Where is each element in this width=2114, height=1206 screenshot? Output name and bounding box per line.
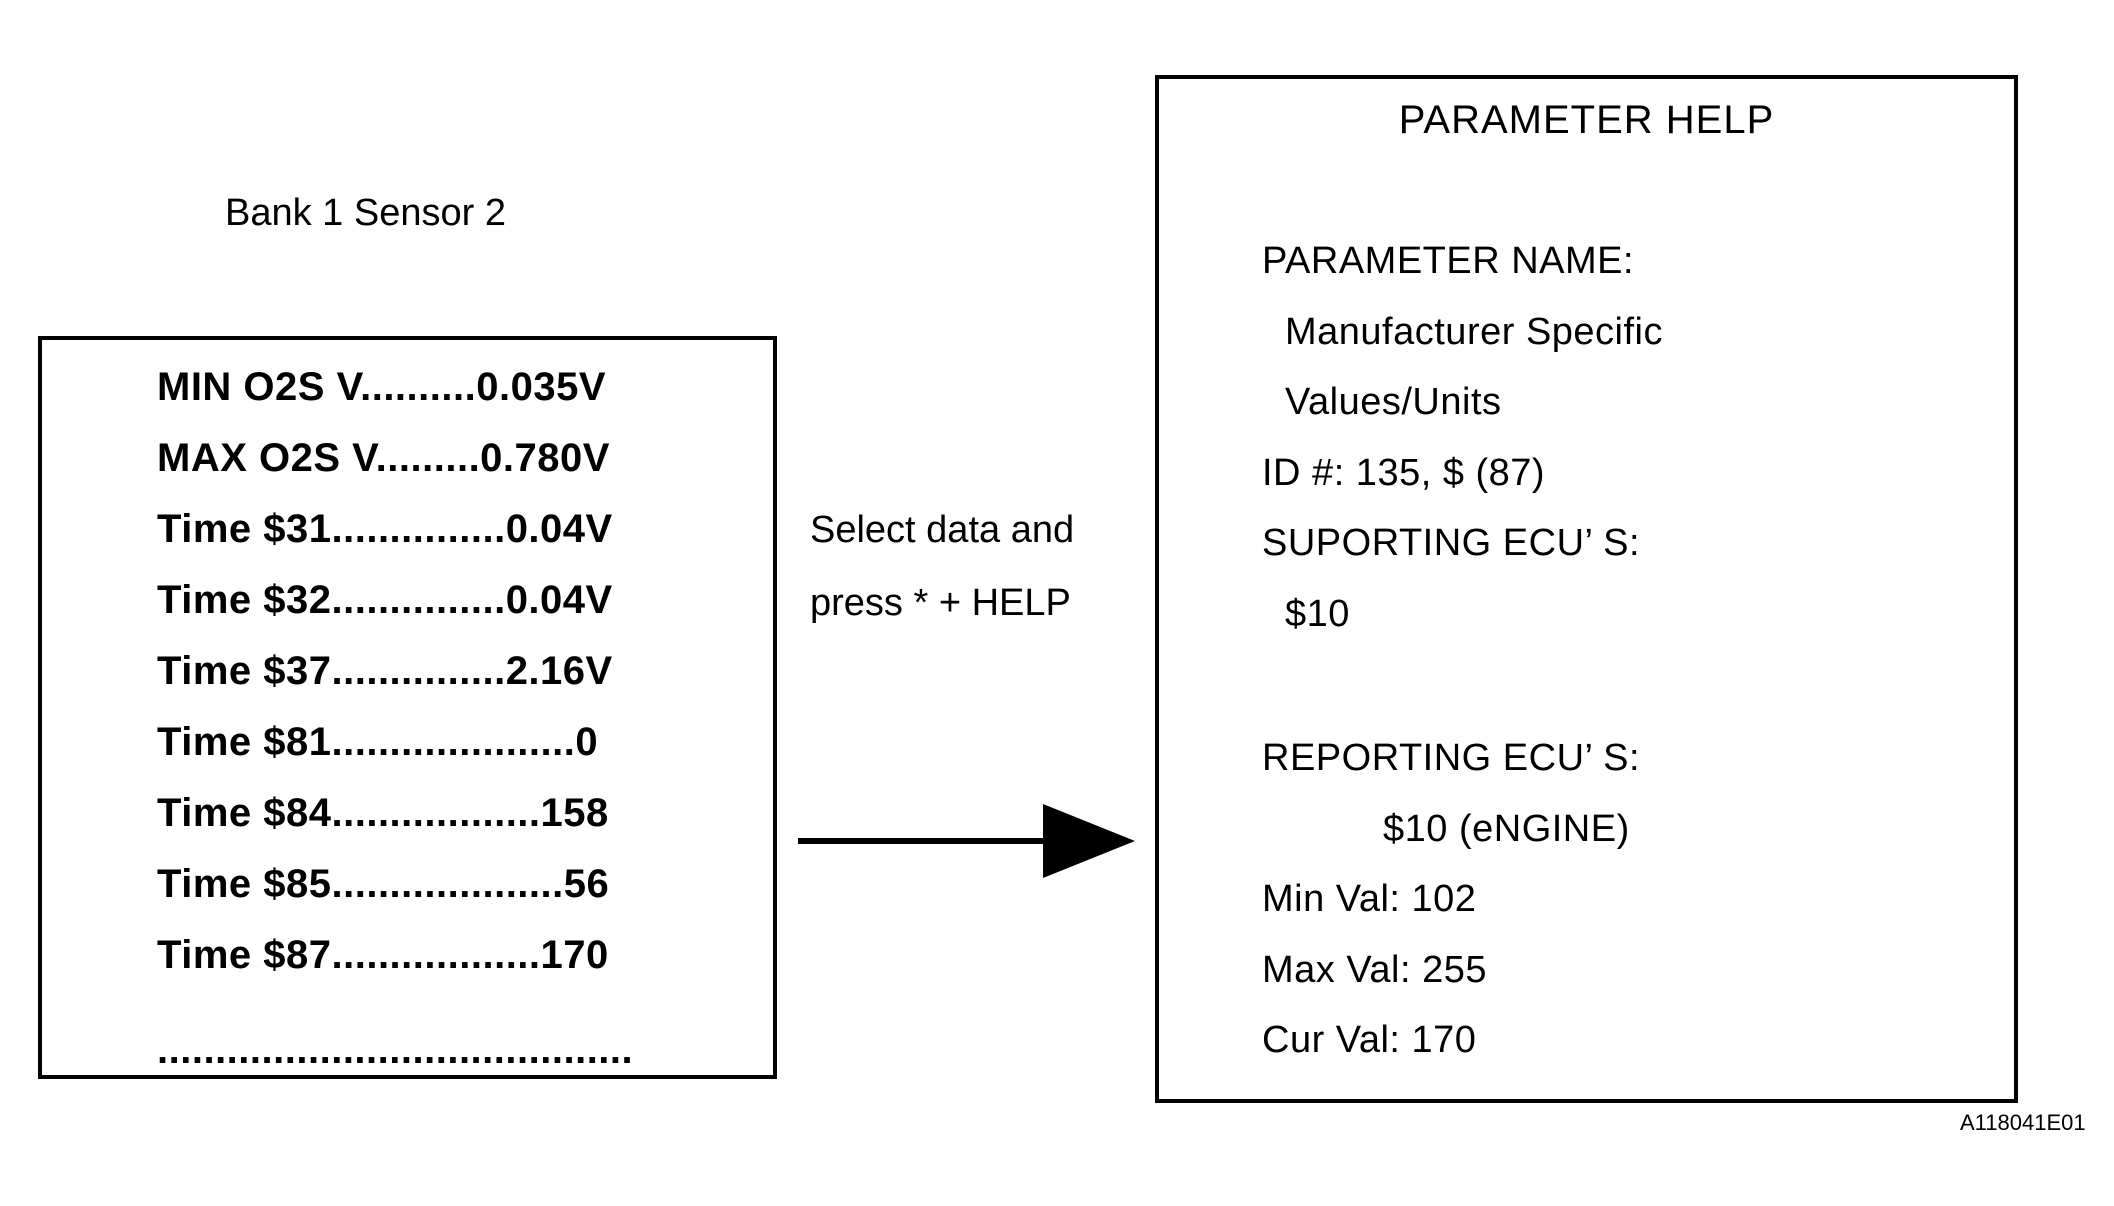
sensor-data-list: MIN O2S V..........0.035V MAX O2S V.....… [42, 340, 773, 1086]
figure-code-label: A118041E01 [1960, 1110, 2086, 1135]
arrow-head [1043, 804, 1135, 878]
sensor-data-row: MIN O2S V..........0.035V [157, 365, 607, 409]
flow-arrow-icon [798, 804, 1135, 878]
sensor-data-row: Time $32...............0.04V [157, 578, 613, 622]
sensor-data-row: Time $87..................170 [157, 933, 609, 977]
sensor-data-row: Time $85....................56 [157, 862, 610, 906]
help-line: $10 [1285, 592, 1350, 635]
parameter-help-body: PARAMETER NAME: Manufacturer Specific Va… [1159, 226, 2014, 1076]
help-line: $10 (eNGINE) [1383, 807, 1630, 850]
parameter-help-title: PARAMETER HELP [1398, 98, 1775, 142]
help-line: SUPORTING ECU’ S: [1262, 522, 1640, 564]
help-line: REPORTING ECU’ S: [1262, 737, 1640, 779]
sensor-data-row: MAX O2S V.........0.780V [157, 436, 610, 480]
help-spacer [1159, 649, 2014, 723]
help-line: Min Val: 102 [1262, 878, 1477, 920]
parameter-help-panel: PARAMETER HELP PARAMETER NAME: Manufactu… [1155, 75, 2018, 1103]
bank-sensor-label: Bank 1 Sensor 2 [225, 192, 506, 234]
instruction-line-1: Select data and [810, 509, 1075, 551]
instruction-line-2: press * + HELP [810, 582, 1071, 624]
sensor-data-panel: MIN O2S V..........0.035V MAX O2S V.....… [38, 336, 777, 1079]
sensor-data-row: Time $81.....................0 [157, 720, 599, 764]
instruction-text: Select data and press * + HELP [810, 494, 1074, 640]
sensor-data-row: Time $84..................158 [157, 791, 609, 835]
help-line: Manufacturer Specific [1285, 310, 1663, 353]
help-line: PARAMETER NAME: [1262, 240, 1635, 282]
sensor-data-row-dots: ........................................… [157, 1028, 634, 1072]
help-line: Cur Val: 170 [1262, 1019, 1477, 1061]
help-line: ID #: 135, $ (87) [1262, 451, 1546, 494]
arrow-tail [798, 838, 1048, 844]
sensor-data-row: Time $31...............0.04V [157, 507, 613, 551]
help-line: Values/Units [1285, 381, 1502, 423]
help-line: Max Val: 255 [1262, 948, 1487, 991]
sensor-data-row: Time $37...............2.16V [157, 649, 613, 693]
